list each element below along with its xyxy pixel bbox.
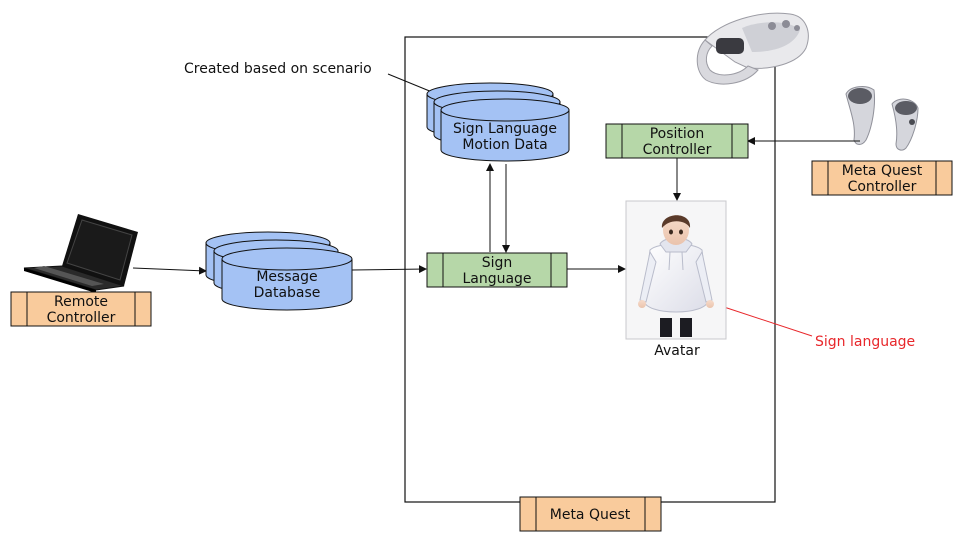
meta-quest-controller-device: Meta Quest Controller xyxy=(811,160,953,196)
meta-quest-device: Meta Quest xyxy=(519,496,662,532)
remote-controller-label-2: Controller xyxy=(47,310,116,326)
meta-quest-label: Meta Quest xyxy=(550,507,631,523)
avatar-image xyxy=(625,200,727,340)
scenario-note-pointer xyxy=(387,73,433,93)
message-database-label-1: Message xyxy=(256,269,317,285)
avatar-label: Avatar xyxy=(654,343,700,359)
remote-controller-label-1: Remote xyxy=(54,294,108,310)
laptop-icon xyxy=(23,214,138,293)
motion-data-database: Sign Language Motion Data xyxy=(426,82,570,162)
vr-headset-icon xyxy=(696,12,809,85)
sign-language-note: Sign language xyxy=(815,334,915,350)
motion-data-label-2: Motion Data xyxy=(462,137,547,153)
scenario-note: Created based on scenario xyxy=(184,61,372,77)
position-controller-label-1: Position xyxy=(650,126,705,142)
sign-language-label-1: Sign xyxy=(482,255,513,271)
arrow-laptop-to-database xyxy=(132,266,207,275)
remote-controller-device: Remote Controller xyxy=(10,291,152,327)
position-controller-label-2: Controller xyxy=(643,142,712,158)
message-database-label-2: Database xyxy=(254,285,321,301)
sign-language-module: Sign Language xyxy=(426,252,568,288)
message-database: Message Database xyxy=(205,231,353,311)
quest-controller-label-1: Meta Quest xyxy=(842,163,923,179)
meta-quest-controllers-icon xyxy=(845,86,919,151)
sign-note-pointer xyxy=(723,306,813,337)
motion-data-label-1: Sign Language xyxy=(453,121,557,137)
sign-language-label-2: Language xyxy=(462,271,531,287)
position-controller-module: Position Controller xyxy=(605,123,749,159)
quest-controller-label-2: Controller xyxy=(848,179,917,195)
arrow-database-to-sign xyxy=(351,265,427,274)
